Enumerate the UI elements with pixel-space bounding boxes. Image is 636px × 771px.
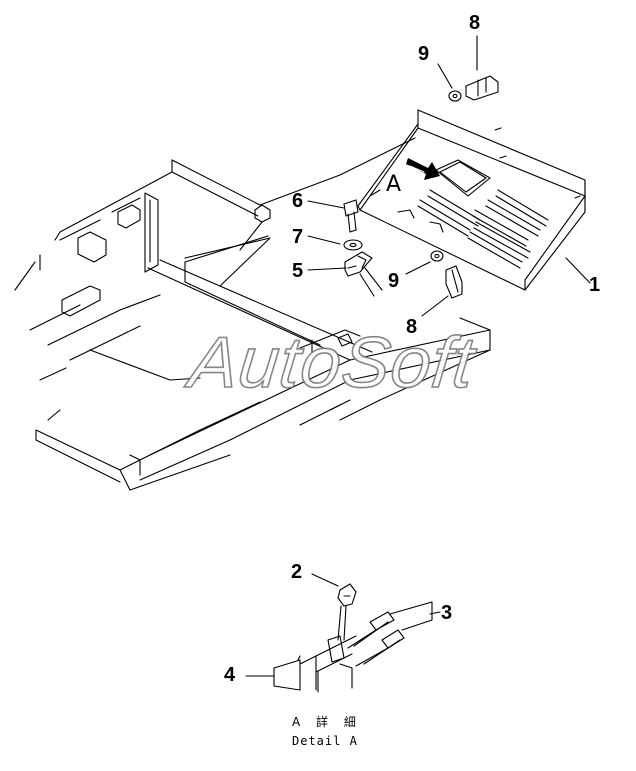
detail-caption-japanese: A 詳 細	[292, 715, 362, 729]
view-marker-a: A	[386, 172, 402, 197]
detail-caption-english: Detail A	[292, 734, 358, 748]
view-arrow	[406, 158, 440, 180]
callout-9-mid: 9	[388, 270, 400, 292]
detail-a-drawing	[245, 573, 441, 693]
callout-7: 7	[292, 226, 304, 248]
callout-5: 5	[292, 260, 304, 282]
callout-8-top: 8	[469, 12, 481, 34]
washer-7	[343, 239, 363, 251]
support-beam	[147, 204, 373, 361]
bolt-8-lower	[445, 265, 463, 299]
callout-4: 4	[224, 664, 236, 686]
watermark: AutoSoft	[185, 322, 479, 404]
louvered-cover	[357, 109, 586, 291]
callout-9-top: 9	[418, 43, 430, 65]
callout-1: 1	[589, 274, 601, 296]
floor-plate	[139, 317, 491, 481]
callout-6: 6	[292, 190, 304, 212]
machine-frame	[14, 137, 416, 491]
callout-8-bottom: 8	[406, 316, 418, 338]
bolt-8-top	[448, 75, 499, 102]
bolt-6	[343, 199, 359, 233]
bracket-5	[344, 251, 383, 297]
washer-9-mid	[430, 250, 444, 262]
callout-2: 2	[291, 561, 303, 583]
leader-lines	[184, 35, 591, 317]
callout-3: 3	[441, 602, 453, 624]
